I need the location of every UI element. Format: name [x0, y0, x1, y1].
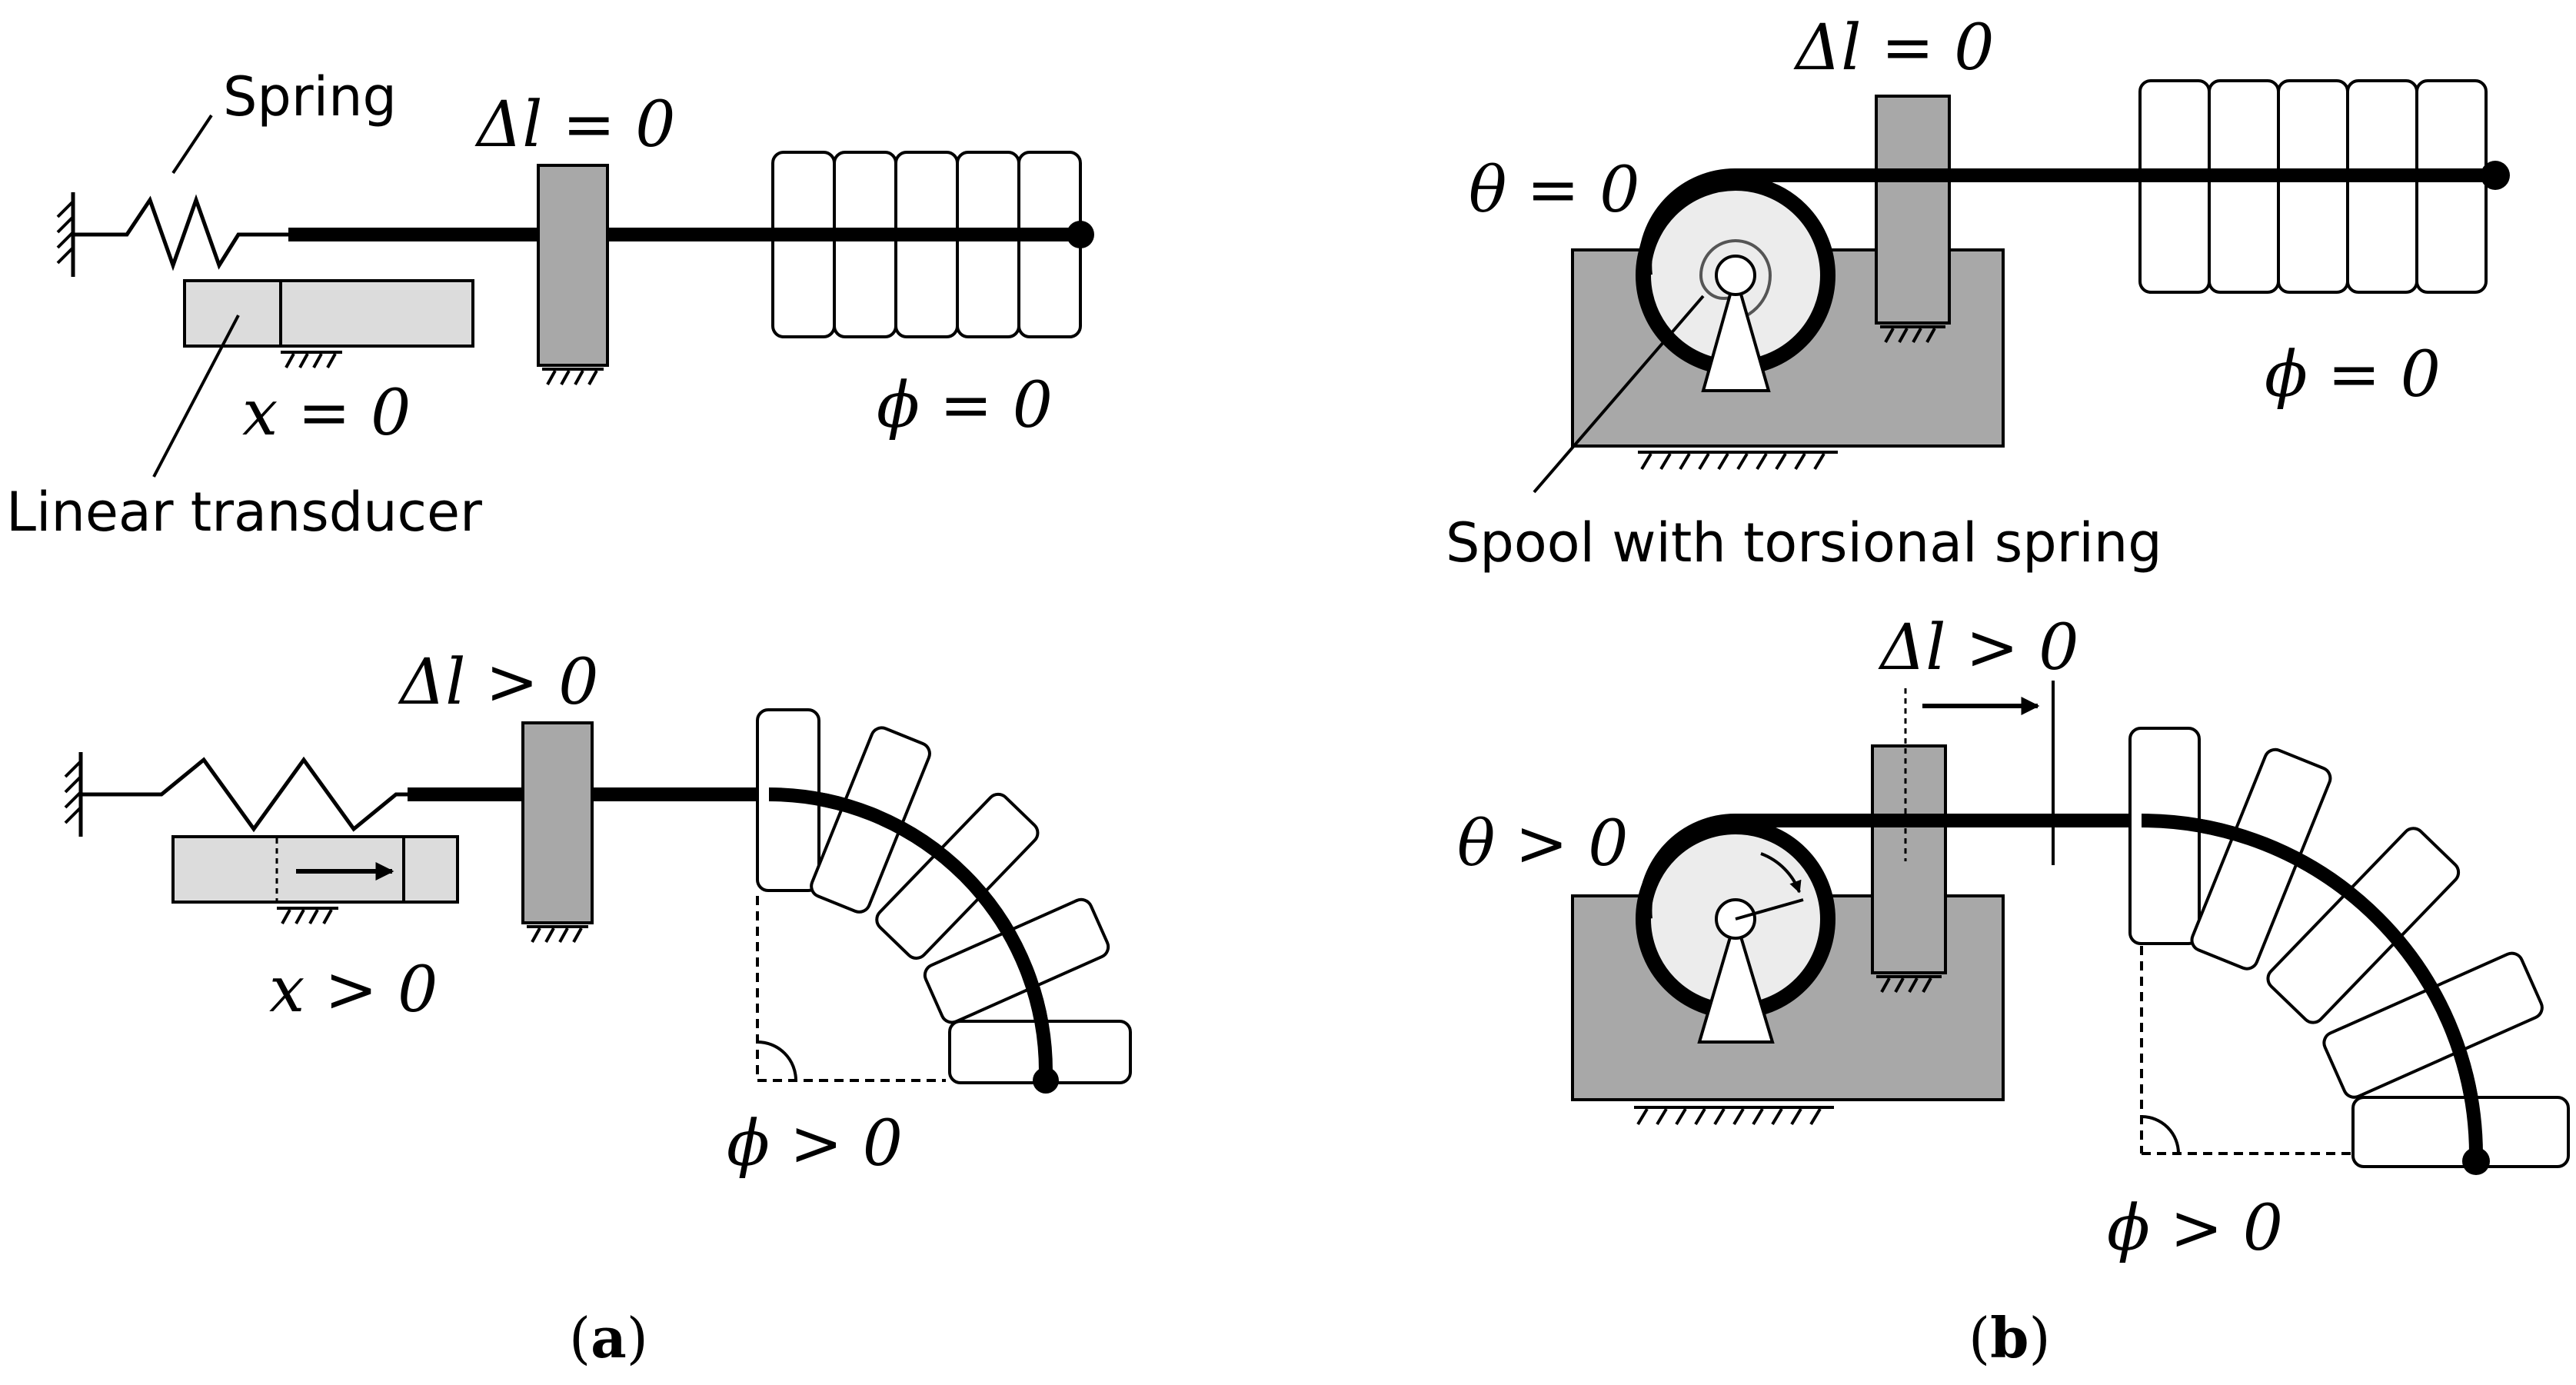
segment — [2190, 747, 2332, 970]
guide-ground-a-top — [542, 368, 604, 385]
x-label-a-bottom: x > 0 — [269, 954, 438, 1027]
caption-a-open: ( — [569, 1306, 591, 1370]
caption-b-close: ) — [2029, 1306, 2050, 1370]
cable-end-a-bottom — [1033, 1067, 1059, 1094]
segments-a-top — [771, 151, 1082, 338]
delta-l-label-b-bottom: Δl > 0 — [1878, 611, 2078, 684]
base-ground-b-top — [1638, 451, 1838, 471]
segment — [771, 151, 836, 338]
spool-support-b-bottom — [1697, 913, 1775, 1044]
spool-leader-line — [1533, 295, 1705, 494]
cable-b-top — [1638, 168, 2495, 276]
caption-b: (b) — [1969, 1305, 2051, 1370]
right-angle-arc-b — [2141, 1115, 2180, 1154]
segment — [2208, 79, 2280, 294]
transducer-ground-a-bottom — [277, 907, 338, 924]
segments-b-bottom — [2128, 727, 2570, 1168]
caption-b-letter: b — [1990, 1305, 2029, 1370]
linear-transducer-label: Linear transducer — [6, 481, 482, 544]
segment — [2322, 951, 2544, 1099]
panel-a-bottom: Δl > 0 x > 0 ϕ > 0 — [64, 646, 1132, 1180]
spool-support-b-top — [1701, 269, 1771, 392]
base-ground-b-bottom — [1634, 1106, 1834, 1126]
linear-transducer-a-top — [183, 279, 474, 348]
segment — [2128, 727, 2201, 945]
panel-b-bottom: Δl > 0 θ > 0 ϕ > 0 — [1457, 611, 2570, 1265]
segment — [2277, 79, 2349, 294]
wall-ground-a-bottom — [64, 752, 83, 837]
wall-ground-a-top — [56, 192, 75, 277]
spring-leader-line — [171, 114, 213, 175]
phi-label-b-bottom: ϕ > 0 — [2107, 1192, 2283, 1265]
x-label-a-top: x = 0 — [242, 377, 411, 450]
segment — [2351, 1096, 2570, 1168]
segment — [2266, 827, 2461, 1024]
spring-label: Spring — [223, 65, 397, 128]
theta-label-b-top: θ = 0 — [1469, 154, 1639, 227]
caption-a-close: ) — [627, 1306, 648, 1370]
guide-block-b-bottom — [1871, 744, 1947, 974]
delta-l-label-a-top: Δl = 0 — [474, 88, 675, 161]
caption-a: (a) — [569, 1305, 648, 1370]
spool-label: Spool with torsional spring — [1446, 511, 2162, 574]
guide-ground-b-bottom — [1876, 975, 1942, 993]
transducer-ground-a-top — [281, 351, 342, 368]
spring-a-top — [73, 194, 288, 271]
spring-a-bottom — [81, 756, 465, 833]
delta-l-label-b-top: Δl = 0 — [1793, 12, 1994, 85]
right-angle-arc-a — [757, 1040, 797, 1081]
guide-block-b-top — [1875, 95, 1951, 325]
phi-label-a-top: ϕ = 0 — [877, 369, 1053, 442]
segment — [894, 151, 959, 338]
cable-end-b-bottom — [2462, 1147, 2490, 1175]
guide-block-a-bottom — [521, 721, 594, 924]
guide-block-a-top — [537, 164, 609, 367]
segment — [2346, 79, 2418, 294]
rotation-arrow-b — [1760, 852, 1802, 894]
angle-reference-b — [2140, 946, 2353, 1155]
angle-reference-a — [756, 896, 946, 1082]
panel-b-top: Δl = 0 θ = 0 ϕ = 0 Spool with torsional … — [1446, 12, 2510, 574]
segment — [833, 151, 897, 338]
caption-a-letter: a — [591, 1305, 627, 1370]
segment — [2415, 79, 2488, 294]
caption-b-open: ( — [1969, 1306, 1990, 1370]
transducer-leader-line — [152, 315, 240, 478]
guide-ground-a-bottom — [527, 925, 588, 943]
segment — [956, 151, 1020, 338]
guide-ground-b-top — [1880, 325, 1945, 343]
spool-axle-b-top — [1715, 255, 1756, 296]
theta-label-b-bottom: θ > 0 — [1457, 807, 1628, 881]
segment — [2138, 79, 2211, 294]
cable-end-b-top — [2481, 161, 2510, 190]
segments-b-top — [2138, 79, 2488, 294]
cable-end-a-top — [1067, 221, 1094, 248]
phi-label-b-top: ϕ = 0 — [2265, 338, 2441, 411]
segments-a-bottom — [756, 708, 1132, 1084]
phi-label-a-bottom: ϕ > 0 — [727, 1107, 903, 1180]
delta-l-label-a-bottom: Δl > 0 — [398, 646, 598, 719]
spool-rotation-radius — [1735, 898, 1804, 921]
panel-a-top: Spring Δl = 0 x = 0 ϕ = 0 Linear transdu… — [6, 65, 1094, 544]
